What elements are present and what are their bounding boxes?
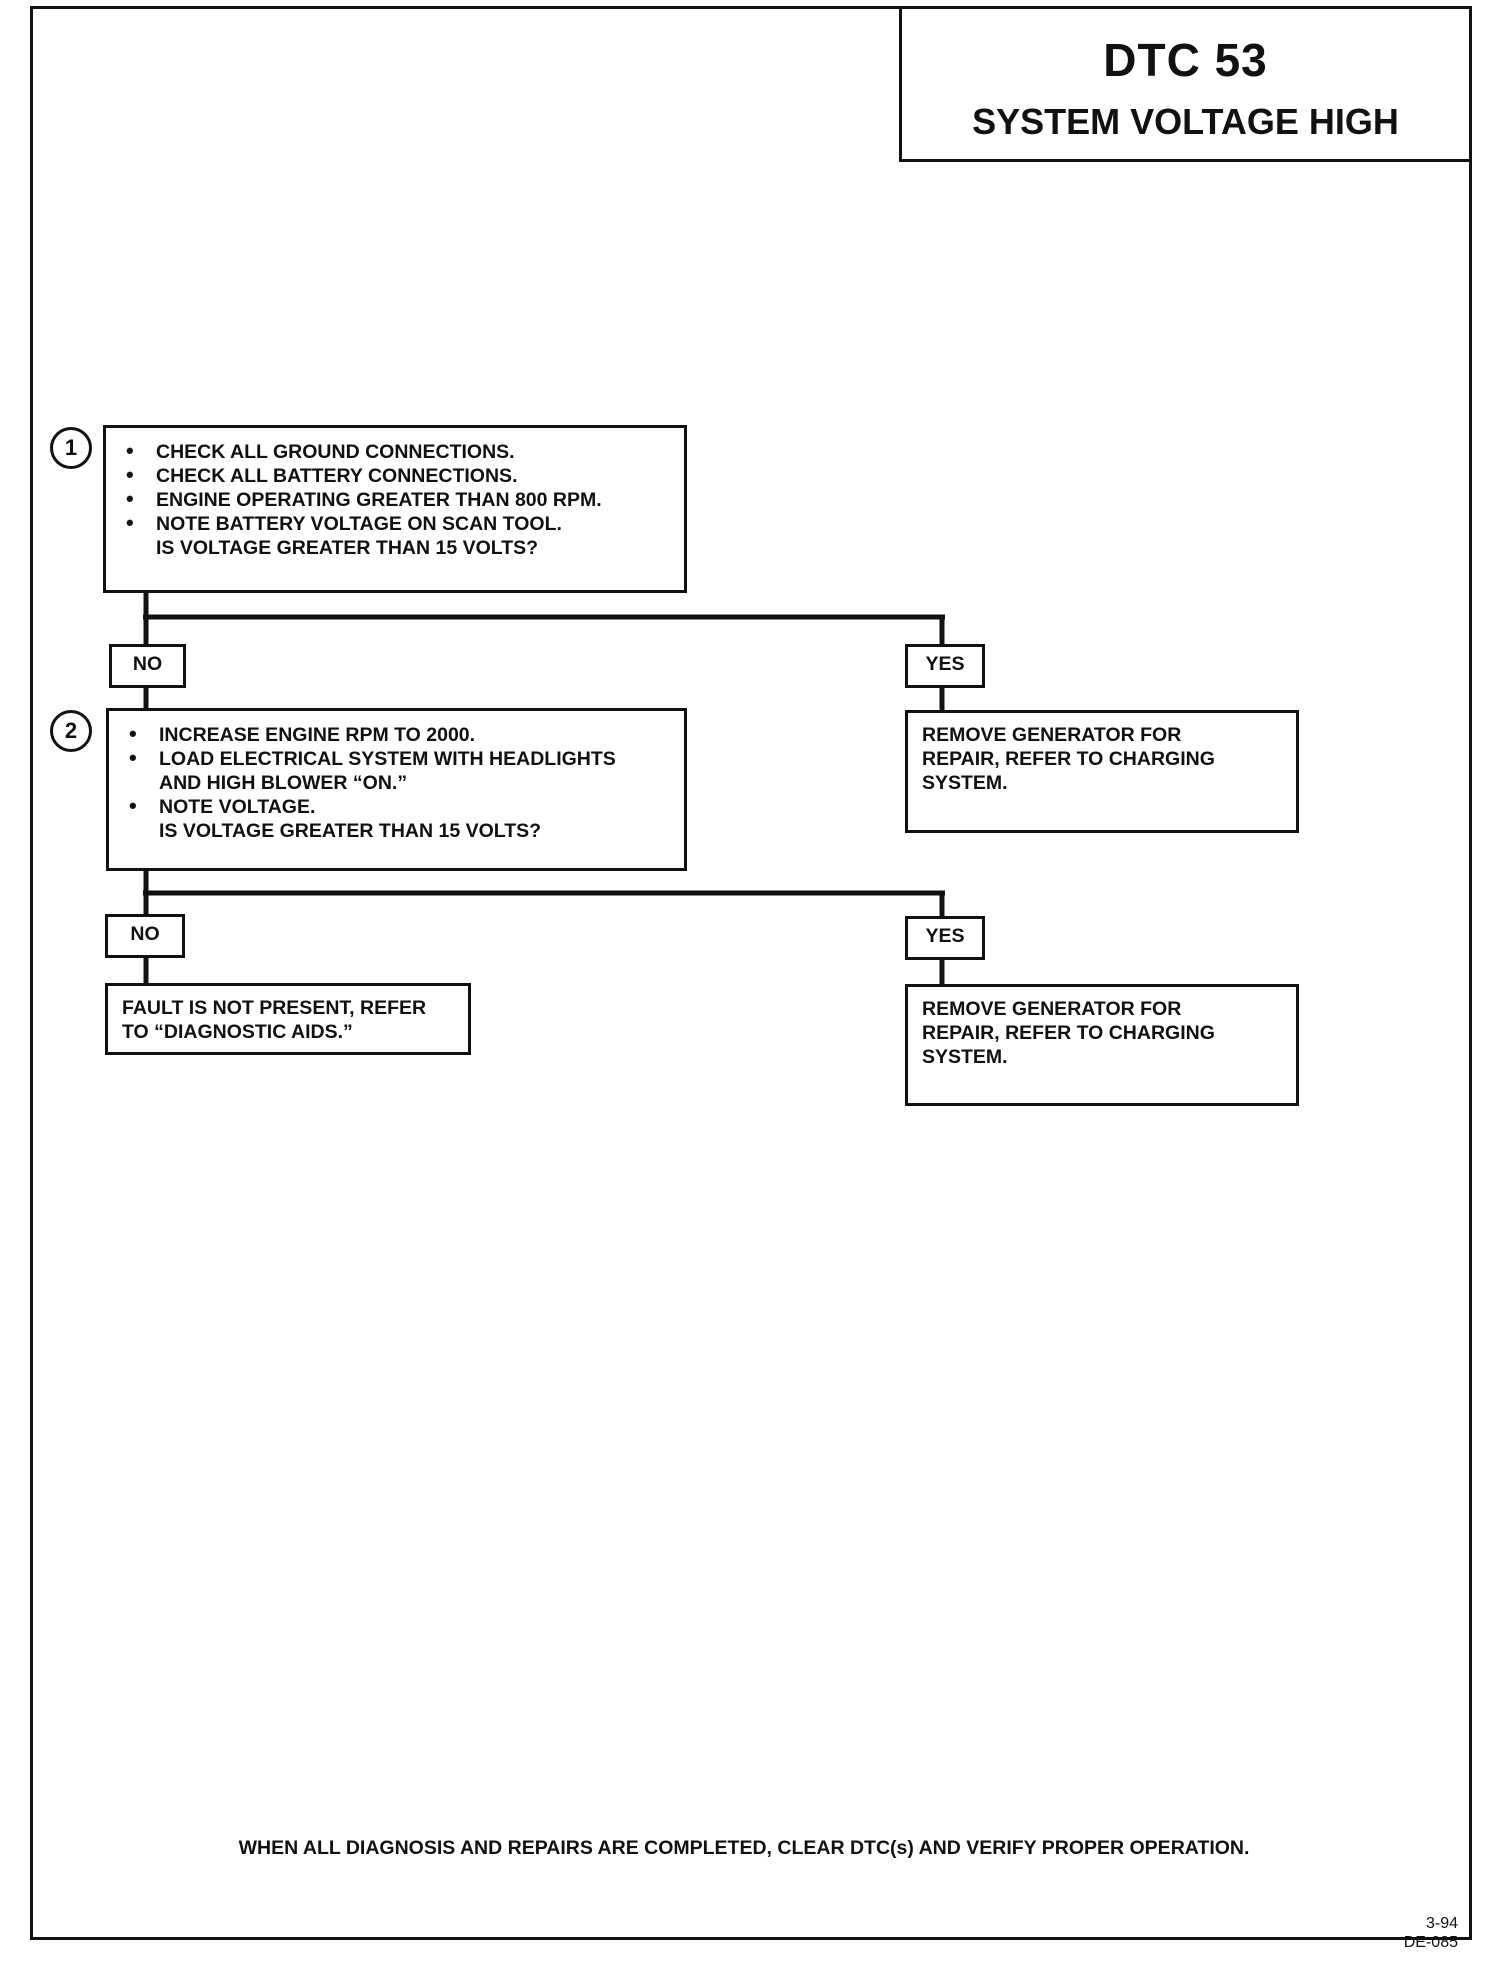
result-line: REMOVE GENERATOR FOR [922, 724, 1182, 746]
branch1-yes-result: REMOVE GENERATOR FOR REPAIR, REFER TO CH… [905, 710, 1299, 833]
branch1-no-label: NO [109, 644, 186, 688]
step2-box: • INCREASE ENGINE RPM TO 2000. • LOAD ELEC… [106, 708, 687, 871]
step2-item-text: AND HIGH BLOWER “ON.” [159, 772, 408, 794]
step1-list: • CHECK ALL GROUND CONNECTIONS. • CHECK AL… [118, 438, 674, 536]
step1-item-text: ENGINE OPERATING GREATER THAN 800 RPM. [156, 489, 602, 511]
step1-item: • NOTE BATTERY VOLTAGE ON SCAN TOOL. [118, 510, 674, 536]
step2-item-text: NOTE VOLTAGE. [159, 796, 316, 818]
result-line: REMOVE GENERATOR FOR [922, 998, 1182, 1020]
branch2-no-result: FAULT IS NOT PRESENT, REFER TO “DIAGNOST… [105, 983, 471, 1055]
dtc-title: SYSTEM VOLTAGE HIGH [972, 101, 1399, 142]
bullet-icon: • [129, 721, 137, 746]
bullet-icon: • [126, 510, 134, 535]
title-box: DTC 53 SYSTEM VOLTAGE HIGH [899, 6, 1472, 162]
step2-question: IS VOLTAGE GREATER THAN 15 VOLTS? [159, 820, 542, 842]
step2-list: • INCREASE ENGINE RPM TO 2000. • LOAD ELEC… [121, 721, 674, 819]
step2-item-text: LOAD ELECTRICAL SYSTEM WITH HEADLIGHTS [159, 748, 616, 770]
document-id: DE-085 [1403, 1934, 1458, 1951]
step1-item-text: NOTE BATTERY VOLTAGE ON SCAN TOOL. [156, 513, 562, 535]
bullet-icon: • [126, 462, 134, 487]
step2-item-continuation: AND HIGH BLOWER “ON.” [121, 771, 674, 795]
page-reference: 3-94 DE-085 [1404, 1914, 1458, 1952]
step-number-1: 1 [50, 427, 92, 469]
step2-item-text: INCREASE ENGINE RPM TO 2000. [159, 724, 476, 746]
branch1-yes-label: YES [905, 644, 985, 688]
step2-item: • NOTE VOLTAGE. [121, 793, 674, 819]
branch2-yes-label: YES [905, 916, 985, 960]
result-line: TO “DIAGNOSTIC AIDS.” [122, 1021, 353, 1043]
step1-box: • CHECK ALL GROUND CONNECTIONS. • CHECK AL… [103, 425, 687, 593]
step1-item-text: CHECK ALL BATTERY CONNECTIONS. [156, 465, 518, 487]
step2-item: • INCREASE ENGINE RPM TO 2000. [121, 721, 674, 747]
revision-date: 3-94 [1425, 1915, 1458, 1932]
result-line: FAULT IS NOT PRESENT, REFER [122, 997, 427, 1019]
result-line: REPAIR, REFER TO CHARGING [922, 1022, 1215, 1044]
bullet-icon: • [126, 438, 134, 463]
branch2-yes-result: REMOVE GENERATOR FOR REPAIR, REFER TO CH… [905, 984, 1299, 1106]
step1-item: • ENGINE OPERATING GREATER THAN 800 RPM. [118, 486, 674, 512]
bullet-icon: • [126, 486, 134, 511]
result-line: SYSTEM. [922, 772, 1008, 794]
bullet-icon: • [129, 793, 137, 818]
dtc-code: DTC 53 [1103, 34, 1268, 86]
bullet-icon: • [129, 745, 137, 770]
result-line: SYSTEM. [922, 1046, 1008, 1068]
branch2-no-label: NO [105, 914, 185, 958]
page-frame [30, 6, 1472, 1940]
step1-item-text: CHECK ALL GROUND CONNECTIONS. [156, 441, 515, 463]
step2-item: • LOAD ELECTRICAL SYSTEM WITH HEADLIGHTS [121, 745, 674, 771]
step1-question: IS VOLTAGE GREATER THAN 15 VOLTS? [156, 537, 539, 559]
step1-item: • CHECK ALL BATTERY CONNECTIONS. [118, 462, 674, 488]
footer-note: WHEN ALL DIAGNOSIS AND REPAIRS ARE COMPL… [238, 1837, 1250, 1859]
step-number-2: 2 [50, 710, 92, 752]
result-line: REPAIR, REFER TO CHARGING [922, 748, 1215, 770]
step1-item: • CHECK ALL GROUND CONNECTIONS. [118, 438, 674, 464]
